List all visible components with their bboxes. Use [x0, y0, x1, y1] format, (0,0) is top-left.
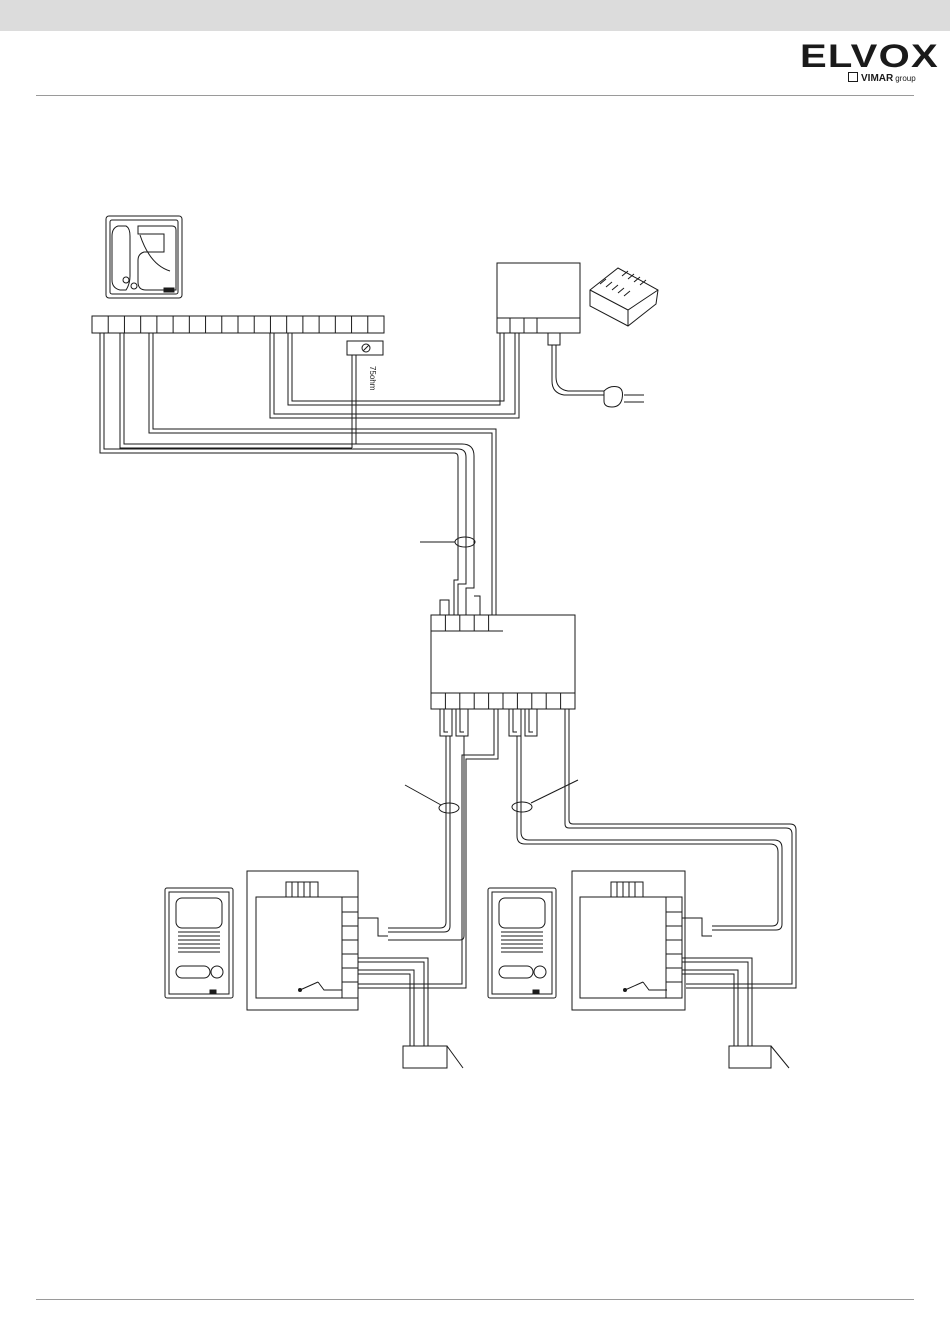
door-lock-right — [729, 1046, 789, 1068]
video-distributor — [431, 615, 575, 709]
entrance-panel-left — [165, 888, 233, 998]
monitor-terminal-strip — [92, 316, 384, 333]
door-lock-left — [403, 1046, 463, 1068]
power-supply — [497, 263, 580, 333]
riser-wires — [100, 333, 519, 615]
video-monitor — [106, 216, 182, 298]
din-power-supply-icon — [590, 268, 658, 326]
entrance-module-right — [572, 871, 752, 1046]
entrance-panel-right — [488, 888, 556, 998]
wires-to-entrance-left — [358, 709, 498, 988]
terminator-label: 75ohm — [368, 366, 377, 391]
mains-plug-icon — [548, 333, 644, 407]
entrance-module-left — [247, 871, 428, 1046]
